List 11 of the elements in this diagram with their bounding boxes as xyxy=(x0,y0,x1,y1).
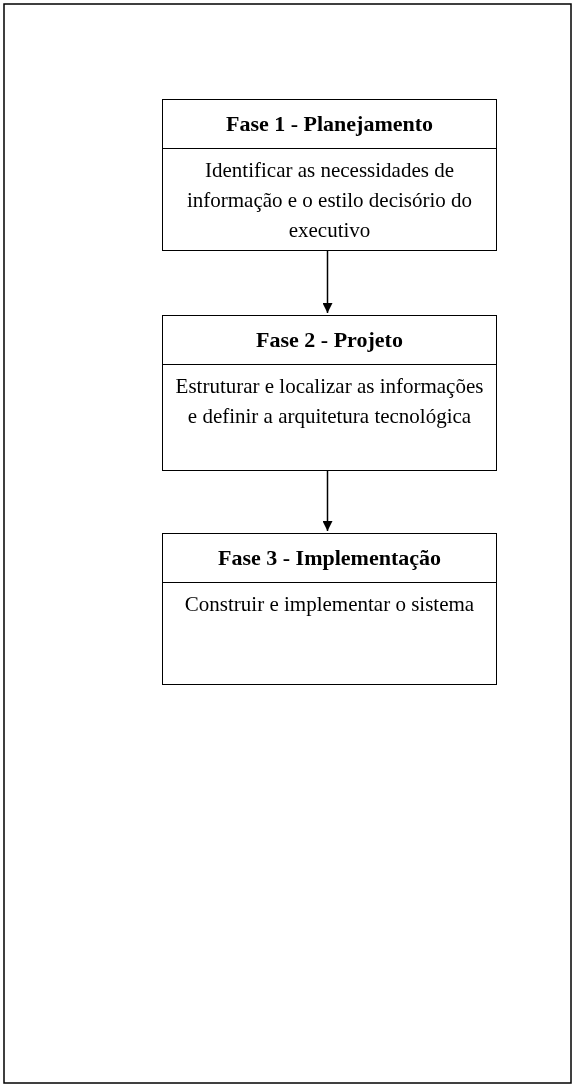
box-text: Estruturar e localizar as informações e definir a arquitetura tecnológica xyxy=(174,373,485,430)
box-heading: Fase 1 - Planejamento xyxy=(163,100,496,149)
box-text: Construir e implementar o sistema xyxy=(183,591,476,618)
box-heading: Fase 2 - Projeto xyxy=(163,316,496,365)
arrow xyxy=(322,470,333,532)
process-box xyxy=(162,99,497,251)
arrow xyxy=(322,250,333,314)
box-heading: Fase 3 - Implementação xyxy=(163,534,496,583)
process-box xyxy=(162,315,497,471)
box-text: Identificar as necessidades de informação e o estilo decisório do executivo xyxy=(185,157,474,244)
process-box xyxy=(162,533,497,685)
